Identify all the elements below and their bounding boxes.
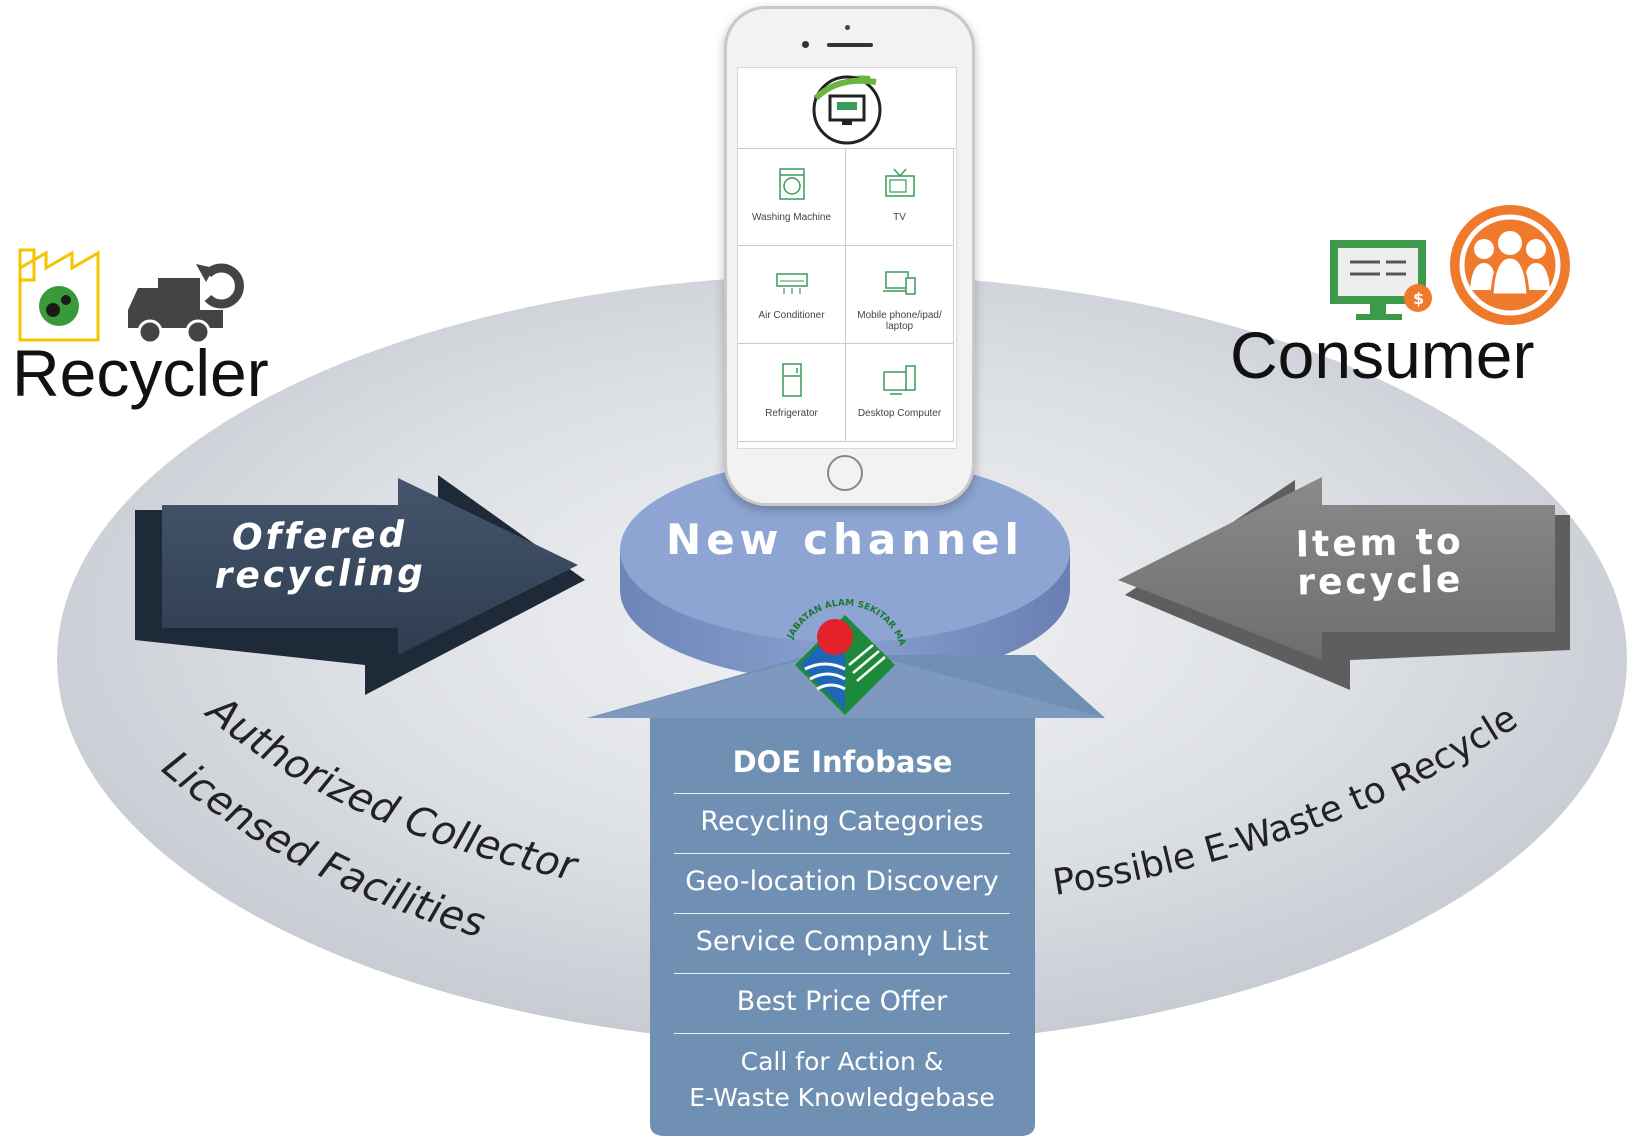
category-label: Mobile phone/ipad/ laptop <box>857 310 942 332</box>
category-label: Refrigerator <box>765 408 818 419</box>
knowledgebase-line: E-Waste Knowledgebase <box>689 1083 995 1112</box>
recycler-label: Recycler <box>12 336 269 410</box>
recycling-line: recycling <box>214 551 427 597</box>
infobase-title: DOE Infobase <box>732 745 953 779</box>
doe-infobase-panel: DOE Infobase Recycling Categories Geo-lo… <box>650 715 1035 1136</box>
item-to-line: Item to <box>1295 521 1465 566</box>
recycling-truck-icon <box>128 263 244 345</box>
people-group-icon <box>1450 205 1570 325</box>
infobase-item: Geo-location Discovery <box>674 853 1010 897</box>
category-washing-machine[interactable]: Washing Machine <box>738 148 846 246</box>
phone-camera <box>802 41 809 48</box>
new-channel-label: New channel <box>666 515 1024 564</box>
app-logo-icon <box>812 75 882 145</box>
infobase-item: Recycling Categories <box>674 793 1010 837</box>
air-conditioner-icon <box>776 273 808 294</box>
phone-home-button[interactable] <box>827 455 863 491</box>
item-to-recycle-arrow <box>1118 477 1570 690</box>
offered-recycling-arrow <box>135 475 585 695</box>
desktop-computer-icon <box>883 365 916 395</box>
monitor-price-icon: $ <box>1330 240 1432 320</box>
category-tv[interactable]: TV <box>846 148 954 246</box>
recycle-line: recycle <box>1296 559 1464 604</box>
app-screen: Washing Machine TV Air Conditioner <box>737 67 957 449</box>
phone-sensor <box>845 25 850 30</box>
infobase-item-call-for-action: Call for Action & E-Waste Knowledgebase <box>674 1033 1010 1116</box>
consumer-label: Consumer <box>1230 318 1535 392</box>
item-to-recycle-text: Item to recycle <box>1264 521 1495 604</box>
infobase-item: Best Price Offer <box>674 973 1010 1017</box>
category-mobile-devices[interactable]: Mobile phone/ipad/ laptop <box>846 246 954 344</box>
category-label: Air Conditioner <box>758 310 825 321</box>
app-header <box>738 68 956 149</box>
offered-recycling-text: Offered recycling <box>179 514 460 597</box>
refrigerator-icon <box>782 363 802 397</box>
factory-gears-icon <box>18 248 100 342</box>
tv-icon <box>885 168 915 197</box>
smartphone-mockup: Washing Machine TV Air Conditioner <box>724 6 975 506</box>
category-label: Desktop Computer <box>857 408 942 419</box>
category-refrigerator[interactable]: Refrigerator <box>738 344 846 442</box>
category-air-conditioner[interactable]: Air Conditioner <box>738 246 846 344</box>
devices-icon <box>883 271 916 295</box>
category-desktop-computer[interactable]: Desktop Computer <box>846 344 954 442</box>
infobase-panel-shape <box>587 655 1105 1136</box>
washing-machine-icon <box>779 168 805 200</box>
category-label: TV <box>893 212 906 223</box>
infobase-item: Service Company List <box>674 913 1010 957</box>
call-for-action-line: Call for Action & <box>740 1047 944 1076</box>
phone-speaker <box>827 43 873 47</box>
category-label: Washing Machine <box>751 212 832 223</box>
svg-text:$: $ <box>1413 289 1424 308</box>
